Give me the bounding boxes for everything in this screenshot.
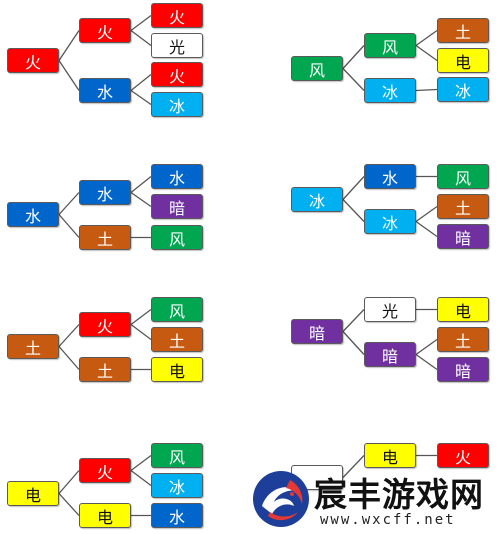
dragon-logo-icon xyxy=(253,471,309,527)
connector-line xyxy=(342,45,365,69)
leaf-node: 冰 xyxy=(151,473,203,498)
connector-line xyxy=(415,205,438,223)
connector-line xyxy=(58,470,80,494)
root-node: 风 xyxy=(291,56,343,81)
leaf-node: 风 xyxy=(151,225,203,250)
leaf-node: 风 xyxy=(151,297,203,322)
branch-node: 电 xyxy=(79,503,131,528)
connector-line xyxy=(415,220,438,238)
leaf-node: 电 xyxy=(437,297,489,322)
branch-node: 冰 xyxy=(364,209,416,234)
branch-node: 火 xyxy=(79,18,131,43)
connector-line xyxy=(415,353,438,371)
leaf-node: 火 xyxy=(151,3,203,28)
root-node: 土 xyxy=(7,334,59,359)
leaf-node: 风 xyxy=(437,164,489,189)
leaf-node: 冰 xyxy=(151,92,203,117)
connector-line xyxy=(415,29,438,47)
connector-line xyxy=(342,68,365,91)
connector-line xyxy=(415,44,438,62)
connector-line xyxy=(342,176,365,200)
branch-node: 风 xyxy=(364,33,416,58)
connector-line xyxy=(58,324,80,347)
leaf-node: 暗 xyxy=(437,224,489,249)
connector-line xyxy=(130,191,152,208)
leaf-node: 暗 xyxy=(151,194,203,219)
branch-node: 水 xyxy=(364,164,416,189)
connector-line xyxy=(58,192,80,215)
root-node: 暗 xyxy=(291,319,343,344)
leaf-node: 土 xyxy=(437,18,489,43)
site-watermark: 宸丰游戏网 www.wxcff.net xyxy=(250,466,499,534)
watermark-brand-text: 宸丰游戏网 xyxy=(314,475,484,514)
root-node: 冰 xyxy=(291,187,343,212)
connector-line xyxy=(130,73,152,92)
connector-line xyxy=(342,309,365,332)
branch-node: 火 xyxy=(79,458,131,483)
connector-line xyxy=(342,199,365,222)
branch-node: 光 xyxy=(364,297,416,322)
branch-node: 电 xyxy=(364,443,416,468)
leaf-node: 电 xyxy=(151,357,203,382)
leaf-node: 电 xyxy=(437,48,489,73)
leaf-node: 冰 xyxy=(437,77,489,102)
connector-line xyxy=(130,89,152,106)
leaf-node: 火 xyxy=(437,443,489,468)
connector-line xyxy=(58,346,80,370)
leaf-node: 土 xyxy=(151,327,203,352)
connector-line xyxy=(58,30,80,61)
branch-node: 冰 xyxy=(364,78,416,103)
branch-node: 土 xyxy=(79,357,131,382)
leaf-node: 土 xyxy=(437,194,489,219)
leaf-node: 水 xyxy=(151,503,203,528)
leaf-node: 风 xyxy=(151,443,203,468)
root-node: 火 xyxy=(7,48,59,73)
connector-line xyxy=(130,175,152,194)
leaf-node: 水 xyxy=(151,164,203,189)
leaf-node: 土 xyxy=(437,327,489,352)
connector-line xyxy=(342,331,365,355)
connector-line xyxy=(58,214,80,238)
connector-line xyxy=(130,454,152,472)
root-node: 水 xyxy=(7,202,59,227)
connector-line xyxy=(130,308,152,326)
leaf-node: 光 xyxy=(151,33,203,58)
root-node: 电 xyxy=(7,481,59,506)
leaf-node: 暗 xyxy=(437,357,489,382)
branch-node: 火 xyxy=(79,312,131,337)
branch-node: 水 xyxy=(79,180,131,205)
branch-node: 水 xyxy=(79,78,131,103)
connector-line xyxy=(342,455,365,478)
connector-line xyxy=(415,88,438,92)
branch-node: 土 xyxy=(79,225,131,250)
connector-line xyxy=(130,29,152,47)
watermark-url-text: www.wxcff.net xyxy=(320,512,456,528)
connector-line xyxy=(130,323,152,341)
leaf-node: 火 xyxy=(151,62,203,87)
connector-line xyxy=(58,493,80,516)
branch-node: 暗 xyxy=(364,342,416,367)
connector-line xyxy=(130,469,152,487)
connector-line xyxy=(130,14,152,32)
connector-line xyxy=(415,338,438,356)
connector-line xyxy=(58,60,80,91)
